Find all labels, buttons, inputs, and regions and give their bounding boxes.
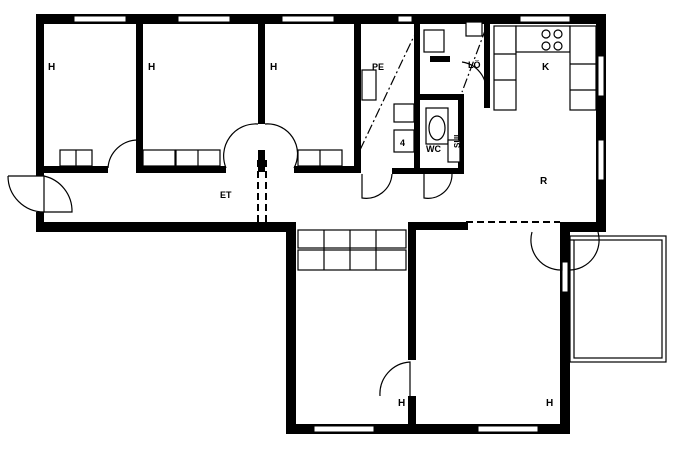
shower-code-label: SUI — [453, 135, 462, 148]
room-label-sauna: PE — [372, 62, 384, 72]
room-label-bedroom-4: H — [398, 398, 405, 409]
room-label-entry-hall: ET — [220, 190, 232, 200]
room-label-bedroom-5: H — [546, 398, 553, 409]
doors — [7, 61, 600, 397]
walls — [36, 14, 606, 434]
room-label-bedroom-3: H — [270, 62, 277, 73]
room-label-bedroom-1: H — [48, 62, 55, 73]
room-label-laundry: LÖ — [468, 60, 481, 70]
room-label-bedroom-2: H — [148, 62, 155, 73]
room-label-kitchen: K — [542, 62, 550, 73]
hall-dividers — [257, 27, 560, 223]
fixtures — [59, 21, 597, 271]
room-label-toilet: WC — [426, 144, 441, 154]
room-labels: H H H PE LÖ K WC R ET H H 4 SUI — [48, 60, 553, 409]
cabinet-number-label: 4 — [400, 138, 405, 148]
room-label-living-room: R — [540, 176, 548, 187]
balcony — [569, 235, 667, 363]
windows — [73, 15, 605, 433]
